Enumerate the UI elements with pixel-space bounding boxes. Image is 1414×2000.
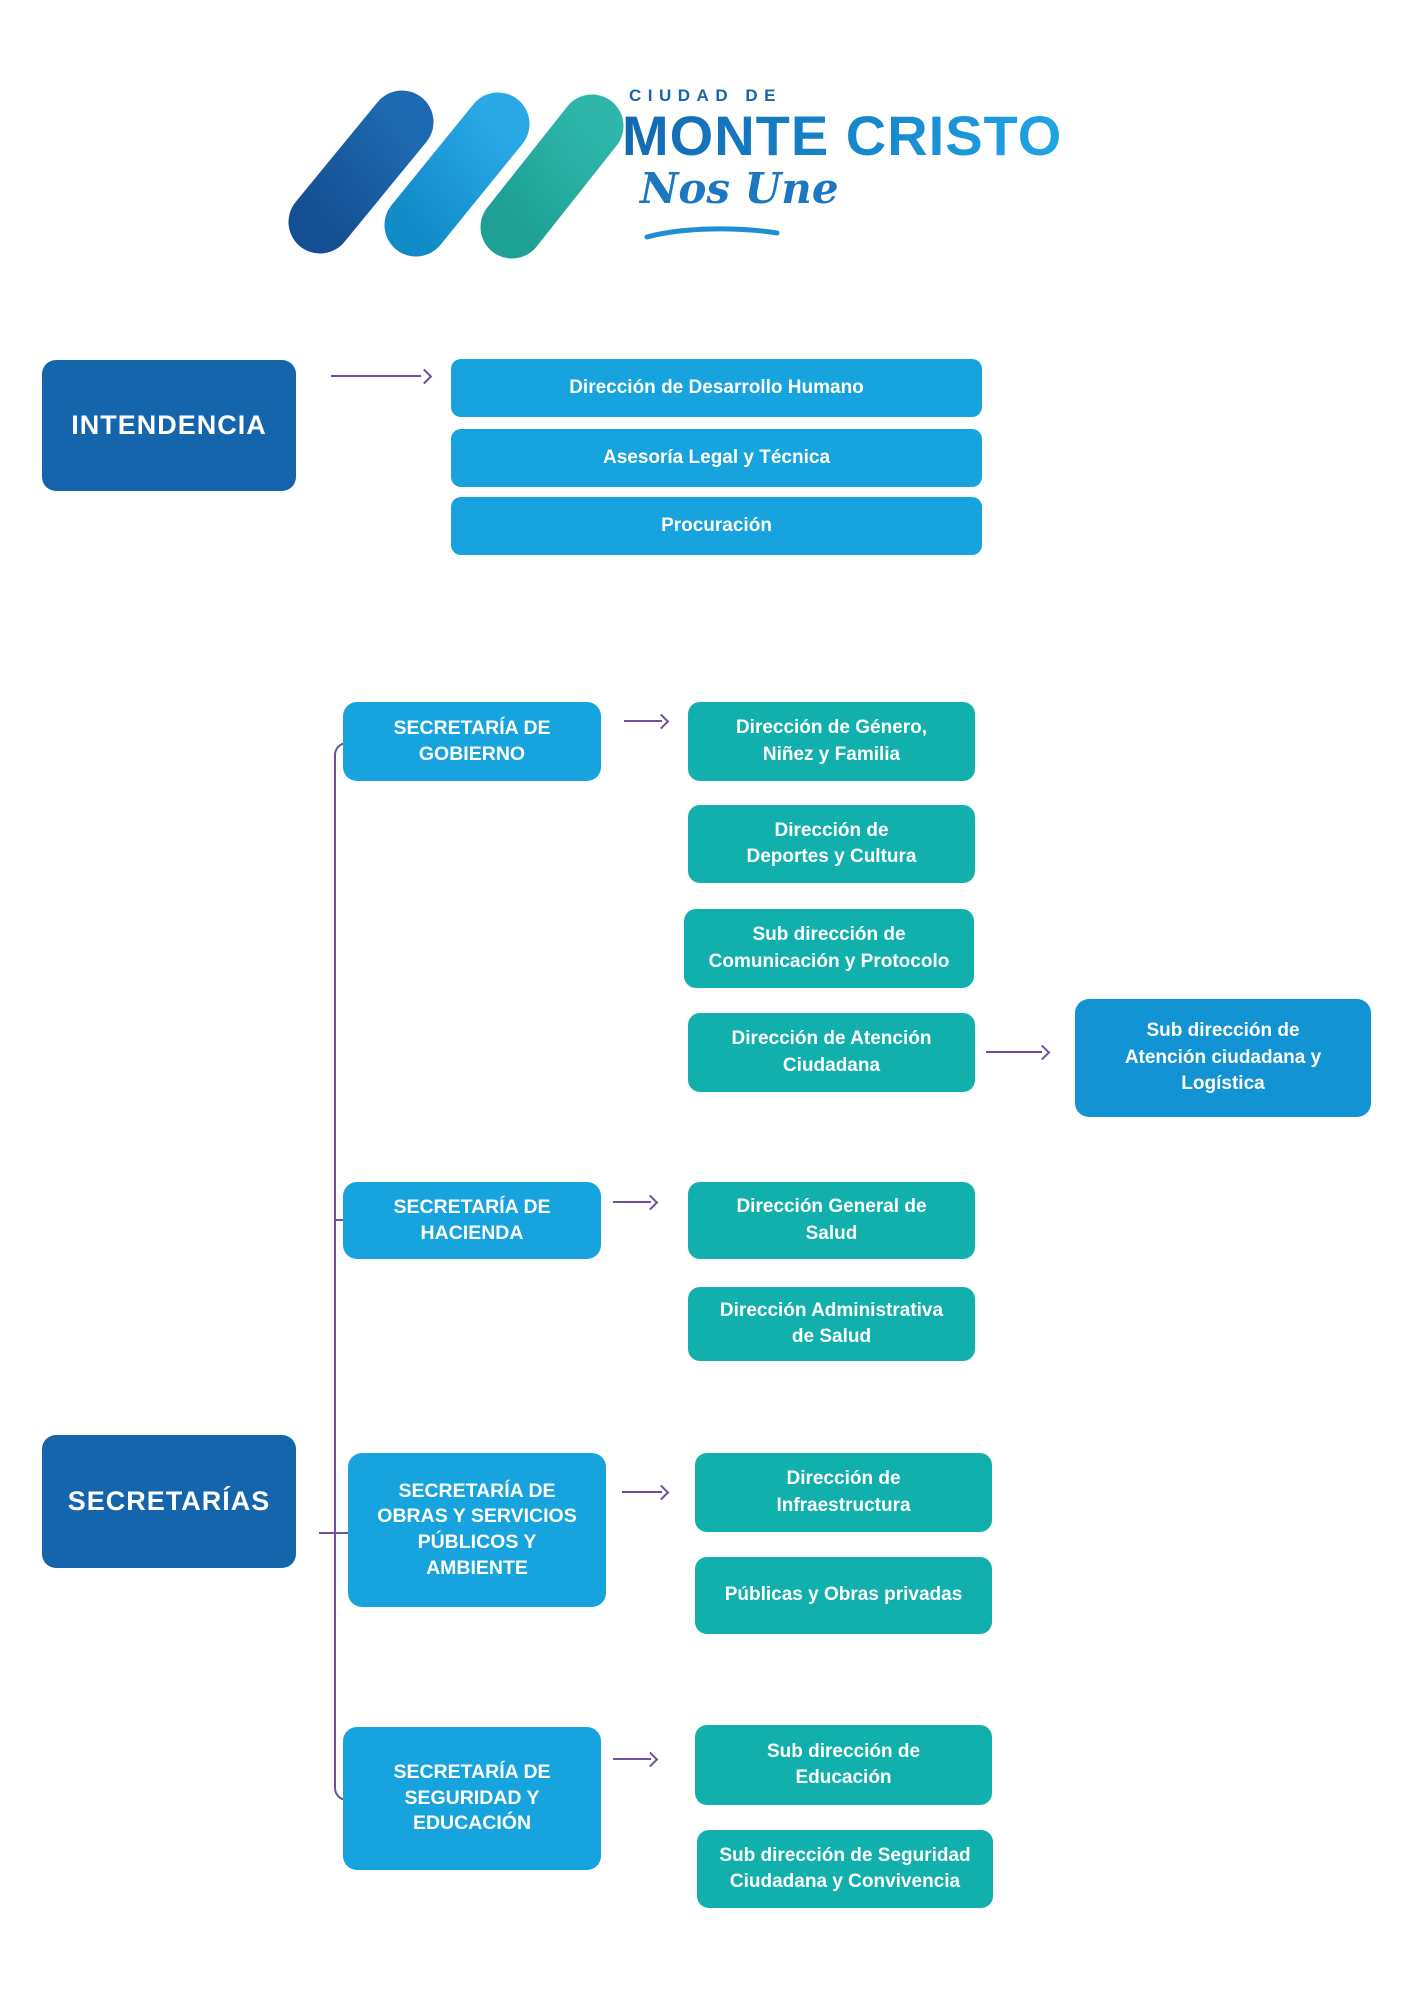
bracket-tick-obras	[319, 1532, 356, 1534]
secretaria-gobierno-box: SECRETARÍA DE GOBIERNO	[343, 702, 601, 781]
intendencia-box: INTENDENCIA	[42, 360, 296, 491]
monte-cristo-logo-icon	[288, 90, 624, 259]
secretaria-obras-box: SECRETARÍA DE OBRAS Y SERVICIOS PÚBLICOS…	[348, 1453, 606, 1607]
direccion-deportes-cultura-box: Dirección de Deportes y Cultura	[688, 805, 975, 883]
connector-atencion	[986, 1051, 1042, 1053]
direccion-general-salud-box: Dirección General de Salud	[688, 1182, 975, 1259]
logo-city-prefix: CIUDAD DE	[629, 86, 782, 105]
bracket-tick-hacienda	[336, 1219, 346, 1221]
bracket-vertical-line	[334, 766, 336, 1787]
logo-city-name: MONTE CRISTO	[622, 104, 1063, 167]
tagline-underline-swoosh-icon	[644, 226, 780, 240]
sub-direccion-comunicacion-box: Sub dirección de Comunicación y Protocol…	[684, 909, 974, 988]
connector-gobierno	[624, 720, 662, 722]
publicas-obras-privadas-box: Públicas y Obras privadas	[695, 1557, 992, 1634]
connector-seguridad	[613, 1758, 651, 1760]
sub-direccion-educacion-box: Sub dirección de Educación	[695, 1725, 992, 1805]
secretaria-seguridad-box: SECRETARÍA DE SEGURIDAD Y EDUCACIÓN	[343, 1727, 601, 1870]
arrowhead-obras-icon	[653, 1484, 670, 1501]
direccion-administrativa-salud-box: Dirección Administrativa de Salud	[688, 1287, 975, 1361]
secretarias-box: SECRETARÍAS	[42, 1435, 296, 1568]
arrowhead-atencion-icon	[1034, 1044, 1051, 1061]
arrowhead-intendencia-icon	[416, 368, 433, 385]
connector-hacienda	[613, 1201, 651, 1203]
arrowhead-gobierno-icon	[653, 713, 670, 730]
connector-obras	[622, 1491, 662, 1493]
direccion-infraestructura-box: Dirección de Infraestructura	[695, 1453, 992, 1532]
asesoria-legal-tecnica-box: Asesoría Legal y Técnica	[451, 429, 982, 487]
secretaria-hacienda-box: SECRETARÍA DE HACIENDA	[343, 1182, 601, 1259]
arrowhead-seguridad-icon	[642, 1751, 659, 1768]
arrowhead-hacienda-icon	[642, 1194, 659, 1211]
direccion-desarrollo-humano-box: Dirección de Desarrollo Humano	[451, 359, 982, 417]
logo-tagline: Nos Une	[640, 164, 839, 213]
sub-direccion-seguridad-ciudadana-box: Sub dirección de Seguridad Ciudadana y C…	[697, 1830, 993, 1908]
procuracion-box: Procuración	[451, 497, 982, 555]
direccion-atencion-ciudadana-box: Dirección de Atención Ciudadana	[688, 1013, 975, 1092]
direccion-genero-box: Dirección de Género, Niñez y Familia	[688, 702, 975, 781]
sub-direccion-atencion-logistica-box: Sub dirección de Atención ciudadana y Lo…	[1075, 999, 1371, 1117]
connector-intendencia	[331, 375, 421, 377]
